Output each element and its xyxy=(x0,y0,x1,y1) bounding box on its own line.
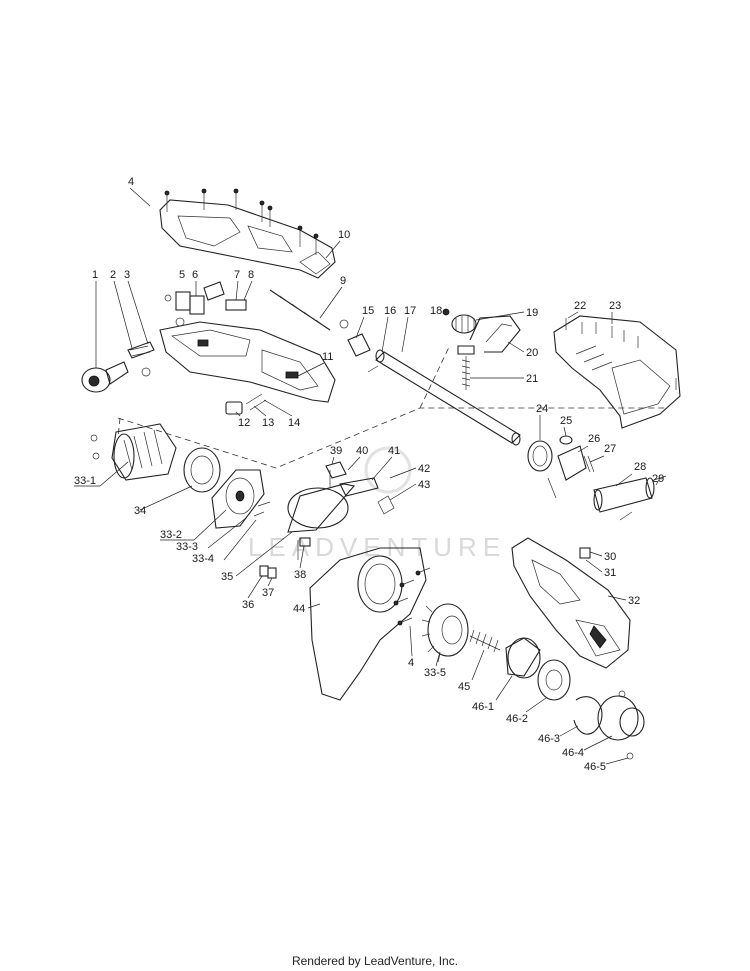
label-10: 10 xyxy=(338,229,350,241)
motor xyxy=(90,423,177,481)
label-20: 20 xyxy=(526,347,538,359)
label-7: 7 xyxy=(234,269,240,281)
label-18: 18 xyxy=(430,305,442,317)
spool-assembly xyxy=(505,637,645,760)
watermark: LEADVENTURE xyxy=(248,446,500,562)
label-24: 24 xyxy=(536,403,548,415)
label-32: 32 xyxy=(628,595,640,607)
label-46-5: 46-5 xyxy=(584,761,606,773)
end-plate xyxy=(211,469,271,529)
label-6: 6 xyxy=(192,269,198,281)
label-40: 40 xyxy=(356,445,368,457)
label-35: 35 xyxy=(221,571,233,583)
label-17: 17 xyxy=(404,305,416,317)
label-14: 14 xyxy=(288,417,300,429)
label-21: 21 xyxy=(526,373,538,385)
cover-screws xyxy=(164,188,319,255)
shaft-tube xyxy=(347,333,521,446)
label-25: 25 xyxy=(560,415,572,427)
assembly-boundary xyxy=(117,344,668,469)
label-44: 44 xyxy=(293,603,305,615)
lower-housing xyxy=(159,321,336,403)
label-46-4: 46-4 xyxy=(562,747,584,759)
label-4-bottom: 4 xyxy=(408,657,414,669)
label-31: 31 xyxy=(604,567,616,579)
footer-credit: Rendered by LeadVenture, Inc. xyxy=(291,954,459,968)
label-3: 3 xyxy=(124,269,130,281)
power-cable xyxy=(269,289,349,331)
label-5: 5 xyxy=(179,269,185,281)
label-16: 16 xyxy=(384,305,396,317)
label-36: 36 xyxy=(242,599,254,611)
label-33-4: 33-4 xyxy=(192,553,214,565)
upper-housing-cover xyxy=(159,199,336,279)
label-23: 23 xyxy=(609,300,621,312)
label-41: 41 xyxy=(388,445,400,457)
callout-labels: 4 10 1 2 3 5 6 7 8 9 11 12 13 14 15 16 1… xyxy=(74,176,664,773)
label-46-2: 46-2 xyxy=(506,713,528,725)
label-37: 37 xyxy=(262,587,274,599)
label-30: 30 xyxy=(604,551,616,563)
label-46-1: 46-1 xyxy=(472,701,494,713)
label-1: 1 xyxy=(92,269,98,281)
grass-guard xyxy=(553,315,681,429)
label-13: 13 xyxy=(262,417,274,429)
label-43: 43 xyxy=(418,479,430,491)
plug-assembly xyxy=(81,341,155,393)
switch-parts xyxy=(164,281,247,327)
shaft-coupling-parts xyxy=(527,435,667,521)
label-12: 12 xyxy=(238,417,250,429)
label-4-top: 4 xyxy=(128,176,134,188)
fan-housing xyxy=(309,547,427,701)
label-27: 27 xyxy=(604,443,616,455)
label-8: 8 xyxy=(248,269,254,281)
label-11: 11 xyxy=(322,351,333,363)
spring xyxy=(469,629,501,653)
label-45: 45 xyxy=(458,681,470,693)
label-38: 38 xyxy=(294,569,306,581)
motor-ring xyxy=(183,447,221,493)
label-39: 39 xyxy=(330,445,342,457)
label-42: 42 xyxy=(418,463,430,475)
auxiliary-handle xyxy=(442,308,521,390)
label-33-5: 33-5 xyxy=(424,667,446,679)
fan-housing-screws xyxy=(393,567,431,626)
cooling-fan xyxy=(421,603,469,663)
label-26: 26 xyxy=(588,433,600,445)
trigger-parts xyxy=(225,393,267,415)
label-19: 19 xyxy=(526,307,538,319)
label-29: 29 xyxy=(652,473,664,485)
trimmer-head-housing xyxy=(511,537,631,669)
tension-arm xyxy=(259,461,395,579)
label-15: 15 xyxy=(362,305,374,317)
label-22: 22 xyxy=(574,300,586,312)
label-33-2: 33-2 xyxy=(160,529,182,541)
label-2: 2 xyxy=(110,269,116,281)
label-28: 28 xyxy=(634,461,646,473)
label-9: 9 xyxy=(340,275,346,287)
label-33-1: 33-1 xyxy=(74,475,96,487)
label-34: 34 xyxy=(134,505,146,517)
label-46-3: 46-3 xyxy=(538,733,560,745)
label-33-3: 33-3 xyxy=(176,541,198,553)
